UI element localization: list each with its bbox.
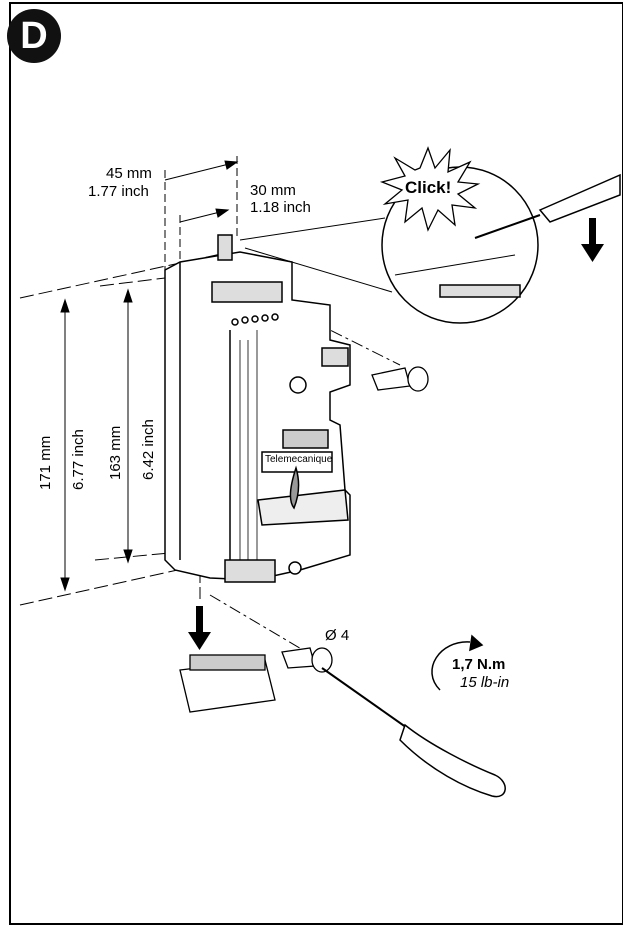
- screwdriver-bottom-icon: [321, 667, 506, 798]
- height-inner-mm: 163 mm: [107, 425, 124, 480]
- click-callout-text: Click!: [405, 178, 452, 197]
- screw-icon: [281, 366, 429, 673]
- width-total-in: 1.77 inch: [88, 183, 149, 200]
- torque-imperial: 15 lb-in: [460, 674, 510, 691]
- torque-metric: 1,7 N.m: [452, 656, 506, 673]
- height-inner-in: 6.42 inch: [140, 419, 157, 480]
- motor-starter-device: [164, 234, 351, 583]
- terminal-block-icon: [179, 654, 276, 713]
- screw-diameter-label: Ø 4: [325, 627, 350, 644]
- step-badge-icon: D: [7, 9, 61, 63]
- torque-arrow-icon: [431, 634, 484, 691]
- height-total-in: 6.77 inch: [70, 429, 87, 490]
- width-inner-mm: 30 mm: [250, 182, 296, 199]
- device-brand: Telemecanique: [265, 454, 333, 465]
- width-total-mm: 45 mm: [106, 165, 152, 182]
- screwdriver-icon: [474, 173, 621, 239]
- width-inner-in: 1.18 inch: [250, 199, 311, 216]
- height-total-mm: 171 mm: [37, 435, 54, 490]
- arrow-down-icon: [188, 218, 604, 650]
- page-border: [9, 2, 623, 925]
- click-burst-icon: [379, 146, 481, 232]
